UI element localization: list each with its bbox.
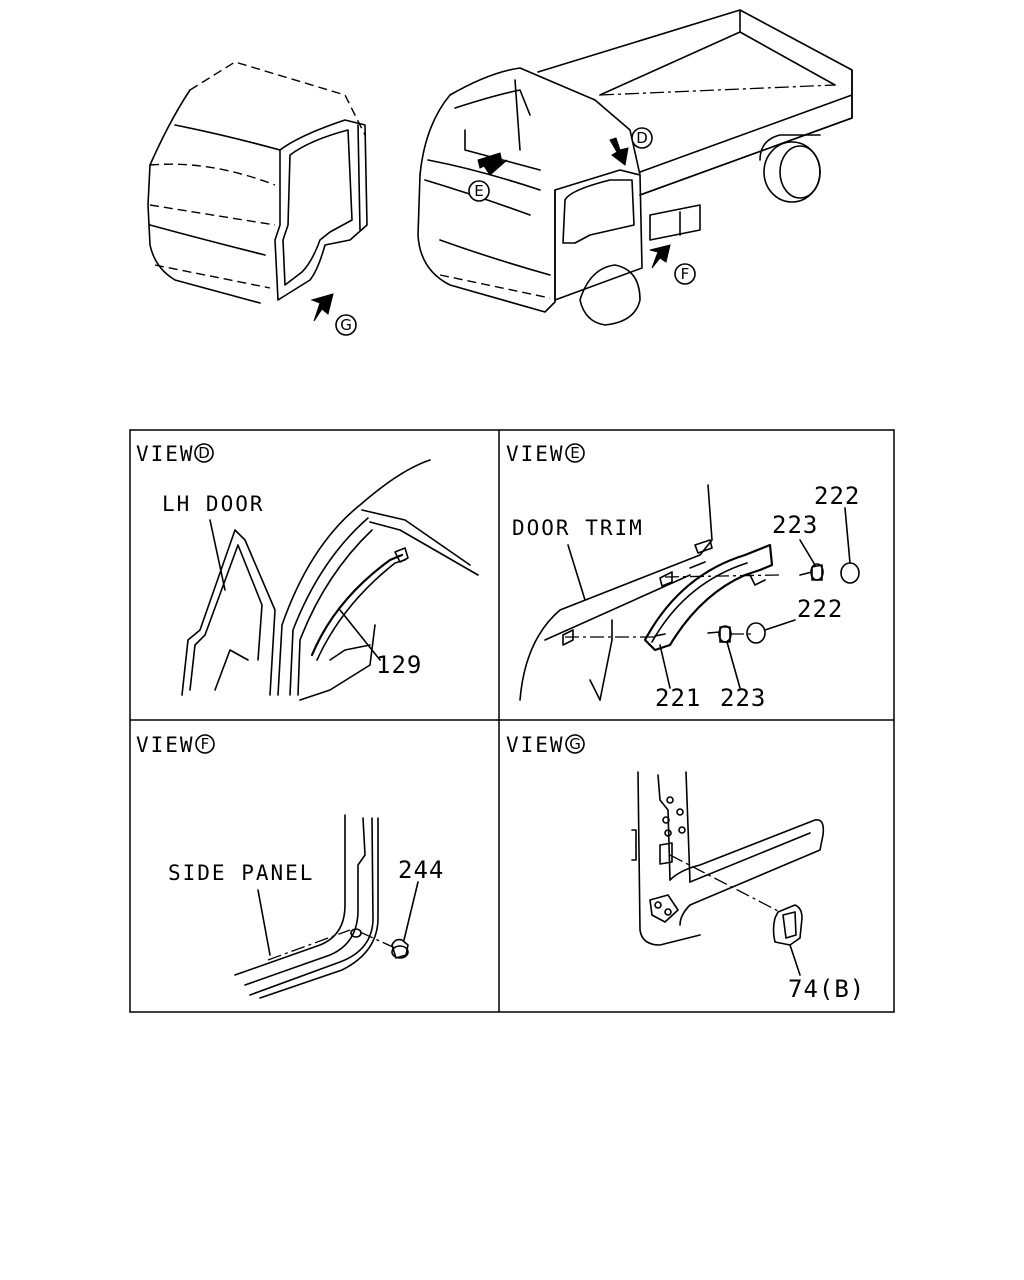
arrow-f: F <box>649 244 696 285</box>
circle-d <box>631 127 653 149</box>
view-e-title: VIEW <box>506 442 565 466</box>
arrow-label-g: G <box>340 316 352 334</box>
view-f-circle <box>195 734 215 754</box>
arrow-d: D <box>609 127 653 166</box>
arrow-label-e: E <box>474 182 483 200</box>
view-d-circle <box>194 443 214 463</box>
circle-e <box>468 180 490 202</box>
lh-door-label: LH DOOR <box>162 492 265 516</box>
view-e-panel: VIEW E DOOR TRIM 222 <box>506 442 860 712</box>
arrow-e: E <box>468 152 508 202</box>
view-d-panel: VIEW D LH DOOR 129 <box>136 442 479 701</box>
circle-f <box>674 263 696 285</box>
part-222-top: 222 <box>814 482 860 510</box>
view-g-panel: VIEW G 74(B) <box>506 733 865 1003</box>
view-d-letter: D <box>198 444 210 462</box>
part-223-top: 223 <box>772 511 818 539</box>
part-222-mid: 222 <box>797 595 843 623</box>
part-129: 129 <box>376 651 422 679</box>
cab-overview-left <box>147 61 368 304</box>
part-74b: 74(B) <box>788 975 865 1003</box>
view-d-title: VIEW <box>136 442 195 466</box>
arrow-label-f: F <box>681 265 690 283</box>
view-f-letter: F <box>201 735 210 753</box>
view-g-letter: G <box>569 735 581 753</box>
part-221: 221 <box>655 684 701 712</box>
arrow-label-d: D <box>636 129 648 147</box>
door-trim-label: DOOR TRIM <box>512 516 644 540</box>
side-panel-label: SIDE PANEL <box>168 861 314 885</box>
view-f-panel: VIEW F SIDE PANEL 244 <box>136 733 444 999</box>
view-f-title: VIEW <box>136 733 195 757</box>
part-244: 244 <box>398 856 444 884</box>
view-g-circle <box>565 734 585 754</box>
view-e-circle <box>565 443 585 463</box>
part-223-bottom: 223 <box>720 684 766 712</box>
view-g-title: VIEW <box>506 733 565 757</box>
circle-g <box>335 314 357 336</box>
arrow-g: G <box>310 293 357 336</box>
truck-overview <box>417 9 853 326</box>
view-e-letter: E <box>570 444 579 462</box>
panel-grid <box>129 429 895 1013</box>
